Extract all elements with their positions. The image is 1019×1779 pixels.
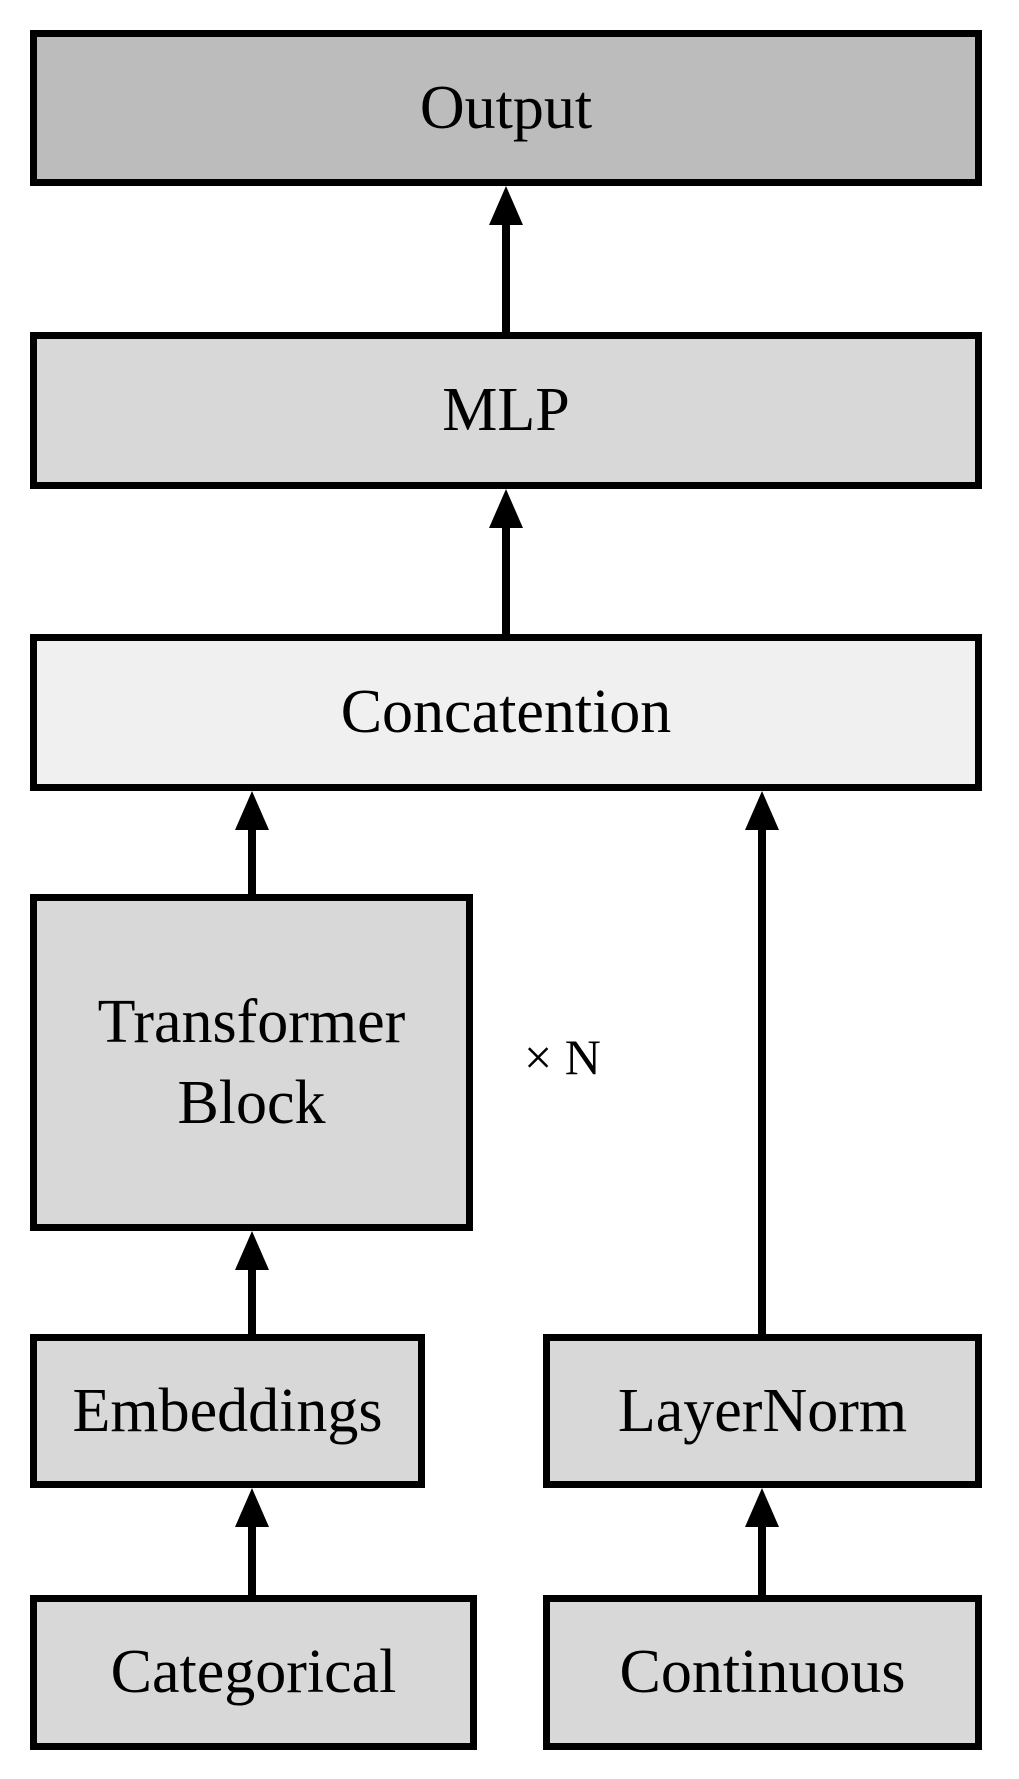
node-concatenation-label: Concatention — [340, 678, 672, 747]
arrow-shaft — [248, 1265, 256, 1334]
arrow-categorical-to-embeddings — [235, 1488, 269, 1595]
arrow-head-icon — [489, 489, 523, 528]
node-mlp: MLP — [30, 332, 982, 489]
arrow-shaft — [248, 825, 256, 894]
arrow-head-icon — [235, 1488, 269, 1527]
node-transformer-block-label: Transformer Block — [97, 987, 406, 1137]
arrow-shaft — [758, 1522, 766, 1595]
arrow-transformer-block-to-concatenation — [235, 791, 269, 894]
node-mlp-label: MLP — [442, 376, 570, 445]
node-continuous-label: Continuous — [619, 1638, 906, 1707]
arrow-shaft — [502, 220, 510, 332]
arrow-mlp-to-output — [489, 186, 523, 332]
node-output: Output — [30, 30, 982, 186]
node-categorical-label: Categorical — [110, 1638, 397, 1707]
node-categorical: Categorical — [30, 1595, 477, 1750]
arrow-shaft — [502, 523, 510, 634]
node-embeddings-label: Embeddings — [72, 1376, 383, 1445]
arrow-head-icon — [235, 791, 269, 830]
arrow-shaft — [248, 1522, 256, 1595]
arrow-concatenation-to-mlp — [489, 489, 523, 634]
repeat-annotation: × N — [524, 1029, 601, 1085]
node-transformer-block: Transformer Block — [30, 894, 473, 1231]
arrow-shaft — [758, 825, 766, 1334]
arrow-layernorm-to-concatenation — [745, 791, 779, 1334]
arrow-embeddings-to-transformer-block — [235, 1231, 269, 1334]
node-concatenation: Concatention — [30, 634, 982, 791]
arrow-head-icon — [745, 1488, 779, 1527]
node-continuous: Continuous — [543, 1595, 982, 1750]
arrow-head-icon — [235, 1231, 269, 1270]
node-layernorm-label: LayerNorm — [617, 1376, 908, 1445]
node-output-label: Output — [419, 73, 593, 142]
arrow-head-icon — [489, 186, 523, 225]
arrow-continuous-to-layernorm — [745, 1488, 779, 1595]
node-layernorm: LayerNorm — [543, 1334, 982, 1488]
node-embeddings: Embeddings — [30, 1334, 425, 1488]
arrow-head-icon — [745, 791, 779, 830]
